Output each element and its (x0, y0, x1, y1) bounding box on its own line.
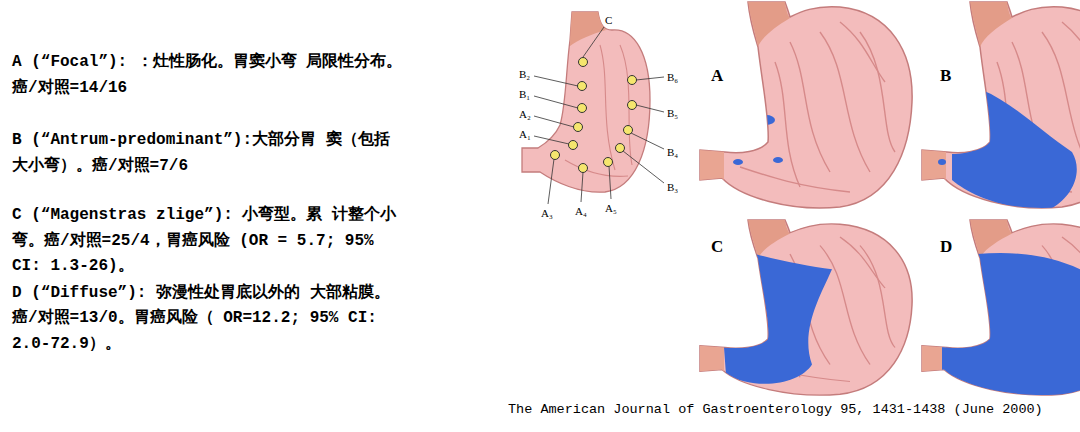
point-label: B₃ (667, 181, 678, 193)
panel-label: A (711, 67, 723, 85)
panel-b-stomach (922, 2, 1080, 209)
point-label: C (605, 14, 612, 26)
point-label: B₁ (519, 88, 530, 100)
panel-label: C (711, 238, 723, 256)
panel-d-stomach (922, 220, 1080, 403)
point-label: A₅ (605, 202, 617, 214)
panel-c-stomach (700, 220, 912, 395)
point-label: B₄ (667, 146, 678, 158)
sampling-stomach (522, 12, 650, 192)
panel-label: D (940, 238, 952, 256)
point-label: A₄ (575, 205, 587, 217)
panel-label: B (940, 67, 951, 85)
leader-lines (534, 27, 664, 204)
description-text: D (“Diffuse”): 弥漫性处胃底以外的 大部粘膜。癌/对照=13/0。… (12, 281, 404, 358)
citation-caption: The American Journal of Gastroenterology… (508, 402, 1043, 418)
panel-a-stomach (700, 2, 912, 208)
point-label: B₅ (667, 107, 678, 119)
description-text: C (“Magenstras zlige”): 小弯型。累 计整个小弯。癌/对照… (12, 203, 404, 280)
point-label: A₂ (519, 108, 531, 120)
point-label: A₁ (519, 128, 531, 140)
point-label: B₂ (519, 68, 530, 80)
sampling-dots (551, 58, 637, 173)
point-label: A₃ (541, 207, 553, 219)
description-text: B (“Antrum-predominant”):大部分胃 窦（包括大小弯）。癌… (12, 128, 404, 179)
description-text: A (“Focal”): ：灶性肠化。胃窦小弯 局限性分布。癌/对照=14/16 (12, 50, 404, 101)
point-label: B₆ (667, 71, 678, 83)
